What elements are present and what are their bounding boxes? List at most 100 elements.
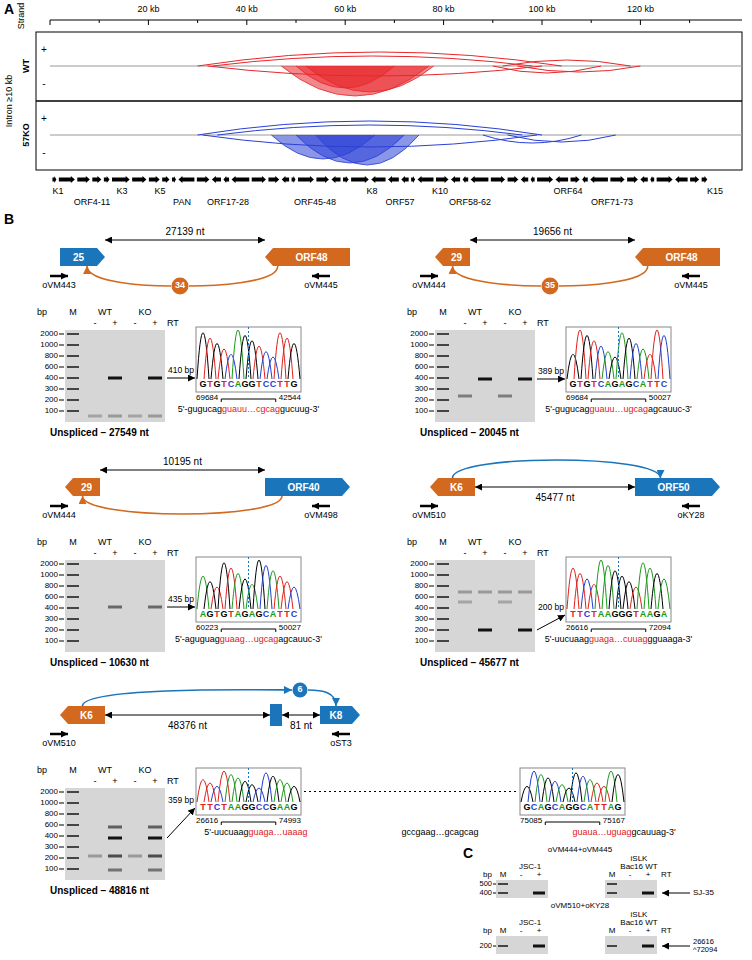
coordinate-bracket bbox=[221, 399, 222, 402]
junction-line bbox=[248, 768, 249, 802]
gene-arrow-icon bbox=[223, 176, 229, 183]
junction-line bbox=[618, 327, 619, 379]
ladder-tick bbox=[59, 858, 64, 859]
trace-peak bbox=[232, 330, 244, 379]
gel-band bbox=[498, 601, 512, 604]
lane-sign: - bbox=[94, 319, 97, 329]
gel-image bbox=[496, 880, 548, 898]
unspliced-length: Unspliced – 48816 nt bbox=[50, 885, 149, 896]
rna-sequence: guauu…cgcag bbox=[222, 405, 280, 415]
ladder-tick bbox=[429, 411, 434, 412]
product-arrow bbox=[167, 607, 195, 608]
distance-label: 81 nt bbox=[290, 720, 312, 731]
trace-peak bbox=[253, 346, 265, 379]
gel-image bbox=[496, 936, 548, 954]
ladder-size: 1000 bbox=[40, 799, 58, 808]
gel-band bbox=[478, 378, 492, 381]
chromatogram-frame bbox=[196, 327, 301, 392]
gene-arrow-icon bbox=[521, 176, 528, 183]
rna-sequence: 5'-gugucag bbox=[545, 405, 589, 415]
product-arrow bbox=[537, 615, 565, 630]
gel-band bbox=[642, 892, 654, 895]
genome-coordinate: 26616 bbox=[566, 624, 588, 633]
ladder-tick bbox=[59, 564, 64, 565]
arrow-shape bbox=[320, 706, 360, 724]
gel-header: WT bbox=[98, 308, 112, 318]
gel-band bbox=[148, 606, 162, 609]
ladder-band bbox=[437, 563, 449, 565]
gene-label: ORF64 bbox=[553, 187, 582, 197]
base-letter: T bbox=[284, 610, 291, 620]
ladder-size: 2000 bbox=[410, 560, 428, 569]
ladder-size: 600 bbox=[415, 363, 428, 372]
trace-peak bbox=[211, 786, 223, 802]
trace-peak bbox=[225, 774, 237, 802]
gene-arrow-icon bbox=[343, 176, 349, 183]
ladder-band bbox=[67, 846, 79, 848]
trace-peak bbox=[542, 778, 554, 802]
gene-label: K15 bbox=[707, 187, 723, 197]
gel-band bbox=[642, 945, 654, 948]
genome-coordinate: 75085 bbox=[520, 817, 542, 826]
primer-arrow bbox=[420, 505, 438, 508]
ladder-band bbox=[498, 883, 508, 885]
exon-block bbox=[270, 704, 282, 726]
trace-peak bbox=[630, 343, 642, 379]
ladder-tick bbox=[429, 630, 434, 631]
junction-count-circle: 35 bbox=[541, 277, 559, 295]
intron-arc bbox=[306, 66, 434, 92]
primer-arrow bbox=[312, 275, 330, 278]
coordinate-bracket bbox=[221, 822, 222, 825]
trace-peak bbox=[658, 335, 670, 379]
base-letter: G bbox=[612, 610, 619, 620]
trace-peak bbox=[211, 343, 223, 379]
lane-sign: + bbox=[537, 927, 542, 936]
ladder-band bbox=[67, 835, 79, 837]
gel-band bbox=[108, 869, 122, 872]
gel-band bbox=[498, 591, 512, 594]
base-letter: T bbox=[654, 380, 661, 390]
gel-header: KO bbox=[138, 538, 151, 548]
rna-sequence: gguaaga-3' bbox=[648, 635, 693, 645]
read-sequence: TTCTAAGGGTAAGA bbox=[570, 610, 668, 620]
base-letter: C bbox=[633, 380, 640, 390]
gene-arrow-icon bbox=[59, 176, 75, 183]
base-letter: T bbox=[284, 380, 291, 390]
trace-peak bbox=[218, 349, 230, 379]
base-letter: A bbox=[598, 610, 605, 620]
gel-header: bp bbox=[407, 538, 417, 548]
gene-arrow: 29 bbox=[65, 478, 100, 496]
gel-band bbox=[458, 601, 472, 604]
ladder-size: 800 bbox=[45, 582, 58, 591]
arrow-shape bbox=[60, 706, 105, 724]
trace-peak bbox=[260, 773, 272, 802]
product-size: 359 bp bbox=[168, 796, 194, 805]
gene-arrow-icon bbox=[52, 176, 56, 183]
node-text: 25 bbox=[73, 252, 84, 263]
read-sequence: AGTGTAGAGCATTC bbox=[200, 610, 298, 620]
ladder-tick bbox=[59, 356, 64, 357]
base-letter: C bbox=[228, 380, 235, 390]
lane-sign: - bbox=[134, 549, 137, 559]
coordinate-bracket bbox=[591, 629, 592, 632]
trace-peak bbox=[281, 338, 293, 379]
ladder-band bbox=[437, 366, 449, 368]
gel-band bbox=[518, 378, 532, 381]
ladder-band bbox=[67, 868, 79, 870]
ladder-tick bbox=[59, 836, 64, 837]
gel-band bbox=[148, 837, 162, 840]
node-text: ORF50 bbox=[657, 482, 689, 493]
ladder-tick bbox=[59, 630, 64, 631]
coordinate-bracket bbox=[275, 822, 276, 825]
unspliced-length: Unspliced – 10630 nt bbox=[50, 657, 149, 668]
splice-arc bbox=[83, 496, 283, 514]
rna-sequence: 5'-aguguag bbox=[175, 635, 220, 645]
gel-band bbox=[88, 415, 102, 418]
trace-peak bbox=[595, 560, 607, 609]
ladder-size: 800 bbox=[45, 352, 58, 361]
coordinate-bracket bbox=[221, 399, 276, 400]
gel-header: RT bbox=[167, 319, 179, 329]
unspliced-length: Unspliced – 27549 nt bbox=[50, 427, 149, 438]
gel-band bbox=[88, 855, 102, 858]
intron-arc bbox=[508, 135, 616, 142]
